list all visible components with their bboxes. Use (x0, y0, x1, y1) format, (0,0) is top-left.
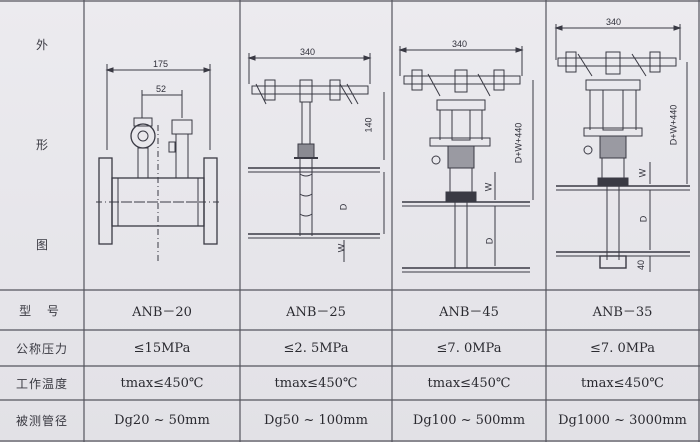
dim-d-anb-35: D (638, 215, 649, 223)
pressure-anb-35: ≤7. 0MPa (590, 340, 655, 356)
dim-width-anb-35: 340 (606, 17, 622, 27)
header-outline-3: 图 (35, 238, 48, 252)
temperature-anb-35: tmax≤450℃ (581, 375, 664, 391)
pressure-anb-25: ≤2. 5MPa (283, 340, 349, 356)
header-outline-2: 形 (35, 138, 48, 152)
header-pipe: 被测管径 (15, 414, 68, 428)
header-pressure: 公称压力 (15, 341, 68, 356)
header-temperature: 工作温度 (15, 376, 68, 391)
dim-width-anb-25: 340 (300, 47, 316, 57)
header-model: 型 号 (19, 303, 65, 318)
model-anb-45: ANB－45 (439, 304, 499, 320)
dim-height-anb-35: D+W+440 (668, 104, 679, 146)
pipe-anb-20: Dg20 ~ 50mm (114, 413, 210, 428)
dim-spacing-anb-20: 52 (156, 84, 167, 94)
temperature-anb-20: tmax≤450℃ (120, 375, 204, 391)
model-anb-25: ANB－25 (286, 304, 346, 320)
model-anb-20: ANB－20 (132, 304, 192, 320)
dim-width-anb-20: 175 (153, 59, 169, 69)
pipe-anb-25: Dg50 ~ 100mm (264, 413, 368, 428)
pipe-anb-45: Dg100 ~ 500mm (412, 413, 526, 428)
temperature-anb-25: tmax≤450℃ (274, 375, 358, 391)
pipe-anb-35: Dg1000 ~ 3000mm (558, 413, 687, 428)
dim-bottom-anb-35: 40 (636, 259, 647, 271)
model-anb-35: ANB－35 (592, 304, 653, 320)
pressure-anb-45: ≤7. 0MPa (436, 340, 502, 356)
pressure-anb-20: ≤15MPa (133, 340, 191, 356)
header-outline-1: 外 (35, 38, 48, 52)
dim-width-anb-45: 340 (452, 39, 468, 49)
dim-w-anb-35: W (637, 168, 648, 178)
temperature-anb-45: tmax≤450℃ (427, 375, 511, 391)
